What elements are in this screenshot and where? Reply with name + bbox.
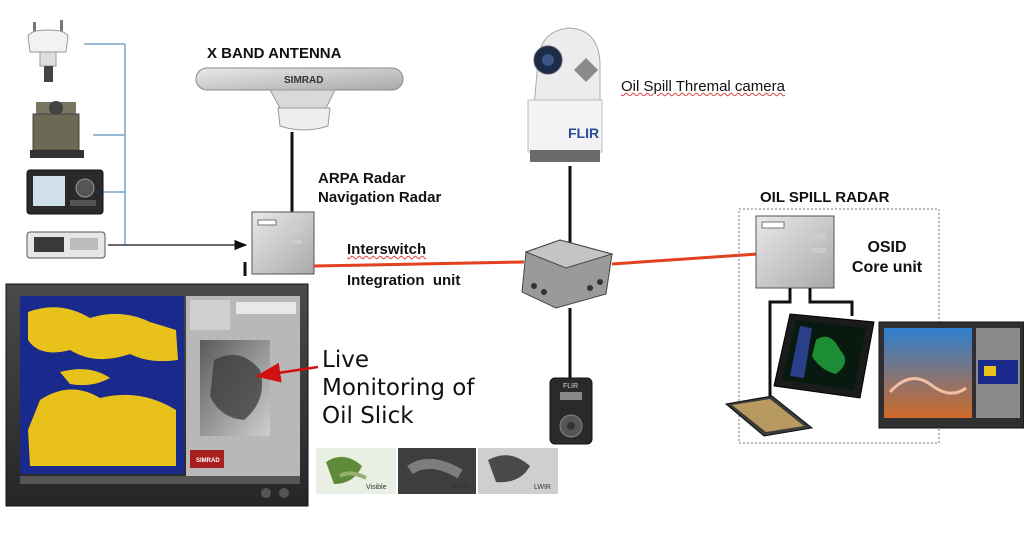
- osid-to-keyboard-cable: [768, 288, 792, 396]
- joystick-keypad-device: [549, 377, 593, 445]
- interswitch-label: Interswitch: [347, 241, 426, 258]
- oil-spill-radar-label: OIL SPILL RADAR: [760, 189, 890, 206]
- receiver-unit-device: [26, 231, 106, 259]
- thumbnail-visible: [316, 448, 396, 494]
- thermal-camera-label-text: Oil Spill Thremal camera: [621, 78, 785, 95]
- interswitch-to-osid-link: [611, 252, 759, 266]
- thermal-camera-device: [527, 27, 603, 162]
- gyro-compass-device: [30, 101, 84, 158]
- keypad-brand-text: FLIR: [563, 383, 578, 390]
- camera-brand-text: FLIR: [568, 125, 599, 141]
- radar-to-interswitch-link: [313, 260, 525, 268]
- live-monitoring-line-2: Monitoring of: [322, 375, 475, 401]
- osid-radar-display-device: [773, 313, 875, 399]
- thumbnail-visible-caption: Visible: [366, 484, 387, 491]
- arpa-radar-label: ARPA Radar: [318, 170, 406, 187]
- osid-core-unit-device: [755, 215, 835, 289]
- core-unit-label: Core unit: [851, 259, 923, 276]
- live-monitoring-arrow: [255, 362, 319, 383]
- thumbnail-mwir-caption: MWIR: [451, 484, 471, 491]
- gps-antenna-device: [27, 20, 69, 82]
- integration-unit-label: Integration unit: [347, 272, 461, 289]
- radome-brand-text: SIMRAD: [284, 75, 323, 86]
- thumbnail-lwir: [478, 448, 558, 494]
- secondary-monitor-device: [878, 321, 1024, 429]
- live-monitoring-label: Live Monitoring of Oil Slick: [322, 346, 474, 430]
- x-band-antenna-device: [195, 67, 404, 131]
- display-brand-text: SIMRAD: [196, 458, 220, 464]
- interswitch-label-text: Interswitch: [347, 241, 427, 258]
- thermal-camera-label: Oil Spill Thremal camera: [621, 78, 785, 95]
- arpa-radar-unit-device: [251, 211, 315, 275]
- thumbnail-mwir: [398, 448, 476, 494]
- sensor-bus-lines: [84, 43, 126, 245]
- live-monitoring-line-3: Oil Slick: [322, 403, 414, 429]
- navigation-radar-label: Navigation Radar: [318, 189, 442, 206]
- thumbnail-lwir-caption: LWIR: [534, 484, 551, 491]
- osid-label: OSID: [867, 239, 907, 256]
- live-monitoring-line-1: Live: [322, 347, 369, 373]
- x-band-antenna-label: X BAND ANTENNA: [207, 45, 342, 62]
- instrument-display-device: [26, 169, 104, 215]
- main-radar-display-device: [5, 283, 309, 507]
- osid-core-unit-label: OSID Core unit: [840, 238, 934, 278]
- interswitch-device: [521, 239, 614, 309]
- osid-to-display-cable: [808, 288, 854, 316]
- osid-keyboard-device: [724, 395, 814, 437]
